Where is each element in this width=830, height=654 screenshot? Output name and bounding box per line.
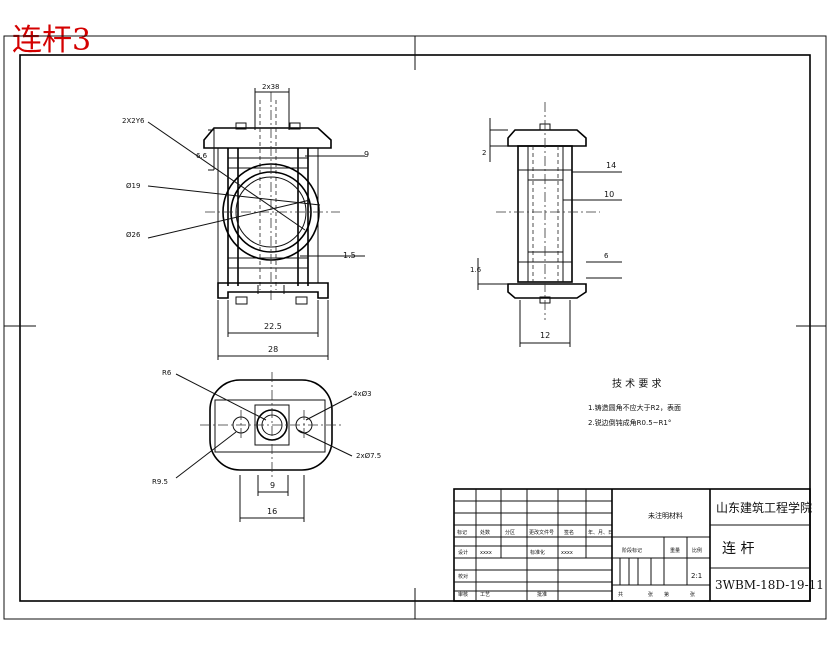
row-label: 分区 — [505, 529, 515, 536]
dim-4xd3: 4xØ3 — [353, 390, 372, 398]
stage-label: 比例 — [692, 547, 702, 554]
title-company: 山东建筑工程学院 — [716, 500, 812, 515]
front-view — [147, 88, 365, 360]
dim-dia-26: Ø26 — [126, 231, 141, 239]
title-material: 未注明材料 — [648, 511, 683, 520]
notes-title: 技 术 要 求 — [612, 377, 662, 390]
title-block — [453, 488, 811, 602]
dim-side-1-6: 1.6 — [470, 266, 482, 274]
dim-2x38: 2x38 — [262, 83, 280, 91]
dim-leader-top: 2X2Y6 — [122, 117, 145, 125]
bottom-view — [175, 372, 353, 522]
dim-r6: R6 — [162, 369, 172, 377]
title-sheet-labels: 共 张 第 张 — [618, 591, 695, 598]
dim-1-5: 1.5 — [343, 251, 356, 260]
sign-label: 审核 — [458, 591, 468, 598]
sheet-label: 张 — [690, 591, 695, 598]
sign-label: xxxx — [480, 550, 492, 556]
title-scale: 2:1 — [691, 572, 702, 580]
dim-side-12: 12 — [540, 331, 550, 340]
title-stage-labels: 阶段标记 重量 比例 — [622, 547, 702, 554]
stage-label: 阶段标记 — [622, 547, 642, 554]
dim-22-5: 22.5 — [264, 322, 282, 331]
sheet-label: 张 — [648, 591, 653, 598]
dim-side-10: 10 — [604, 190, 614, 199]
row-label: 更改文件号 — [529, 529, 554, 536]
sign-label: 校对 — [458, 573, 468, 580]
stage-label: 重量 — [670, 547, 680, 554]
dim-side-14: 14 — [606, 161, 616, 170]
row-label: 处数 — [480, 529, 490, 536]
sign-label: xxxx — [561, 550, 573, 556]
dim-28: 28 — [268, 345, 278, 354]
sheet-label: 第 — [664, 591, 669, 598]
row-label: 签名 — [564, 529, 574, 536]
dim-dia-19: Ø19 — [126, 182, 140, 190]
side-view — [477, 102, 622, 347]
drawing-heading: 连杆3 — [12, 23, 91, 58]
row-label: 标记 — [457, 529, 467, 536]
notes-item-2: 2.锐边倒钝成角R0.5~R1° — [588, 418, 671, 427]
dim-bottom-9: 9 — [270, 481, 275, 490]
sign-label: 设计 — [458, 549, 468, 556]
title-sign-labels: 设计 xxxx 标准化 xxxx 校对 审核 工艺 批准 — [458, 549, 573, 598]
title-part-name: 连 杆 — [722, 541, 754, 557]
sign-label: 工艺 — [480, 592, 490, 598]
sign-label: 标准化 — [530, 549, 545, 556]
dim-9-front: 9 — [364, 150, 369, 159]
dim-r9-5: R9.5 — [152, 478, 168, 486]
sheet-label: 共 — [618, 591, 623, 598]
sign-label: 批准 — [537, 591, 547, 598]
dim-side-6: 6 — [604, 252, 609, 260]
dim-side-2: 2 — [482, 149, 486, 157]
title-row-labels: 标记 处数 分区 更改文件号 签名 年、月、日 — [457, 529, 613, 536]
dim-bottom-16: 16 — [267, 507, 277, 516]
title-drawing-no: 3WBM-18D-19-11 — [715, 578, 824, 592]
drawing-frame — [19, 54, 811, 602]
notes-item-1: 1.铸造圆角不应大于R2，表面 — [588, 403, 681, 412]
dim-2xd7-5: 2xØ7.5 — [356, 452, 381, 460]
row-label: 年、月、日 — [588, 529, 613, 536]
dim-flange-height: 6.6 — [196, 152, 208, 160]
